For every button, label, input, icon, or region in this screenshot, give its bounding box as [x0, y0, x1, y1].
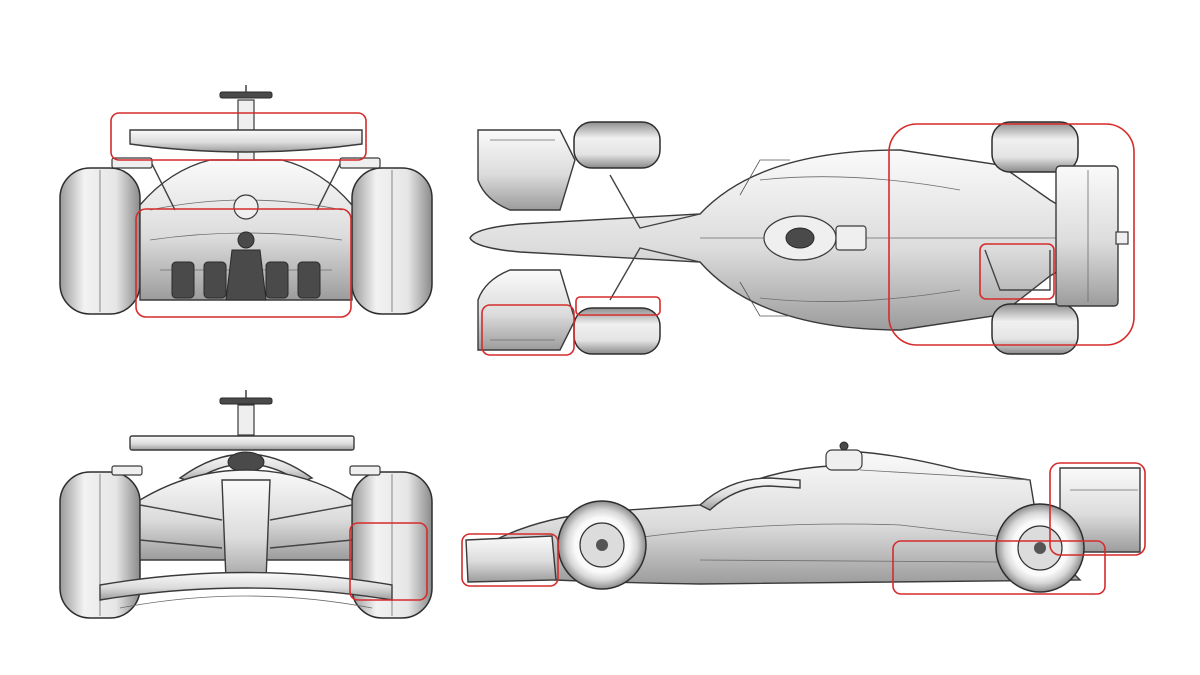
top-front-wing — [477, 129, 576, 211]
top-rear-wing — [1055, 165, 1119, 307]
top-rear-tyre-lower — [991, 303, 1079, 355]
top-view — [469, 121, 1135, 356]
highlight-diffuser — [135, 208, 352, 318]
top-front-tyre-upper — [573, 121, 661, 169]
side-body — [469, 451, 1082, 585]
diffuser — [171, 249, 321, 301]
side-front-wing — [465, 535, 557, 583]
top-front-wing-lower — [477, 269, 576, 351]
highlight-top-rear-end — [888, 123, 1135, 346]
highlight-top-front-wing — [481, 304, 575, 356]
side-view — [461, 441, 1146, 595]
rear-wing — [129, 129, 363, 153]
rear-view — [59, 85, 433, 318]
top-rear-tyre-upper — [991, 121, 1079, 173]
highlight-side-front-wing — [461, 533, 559, 587]
nose — [221, 479, 271, 587]
side-rear-wheel — [995, 503, 1085, 593]
highlight-side-floor — [892, 540, 1106, 595]
highlight-rear-wing — [110, 112, 367, 161]
side-front-wheel — [557, 500, 647, 590]
highlight-front-wing-endplate — [349, 522, 428, 601]
front-view — [59, 390, 433, 619]
highlight-side-rear-wing — [1049, 462, 1146, 556]
highlight-top-front-suspension — [575, 296, 661, 316]
highlight-top-rear-suspension — [979, 243, 1055, 300]
